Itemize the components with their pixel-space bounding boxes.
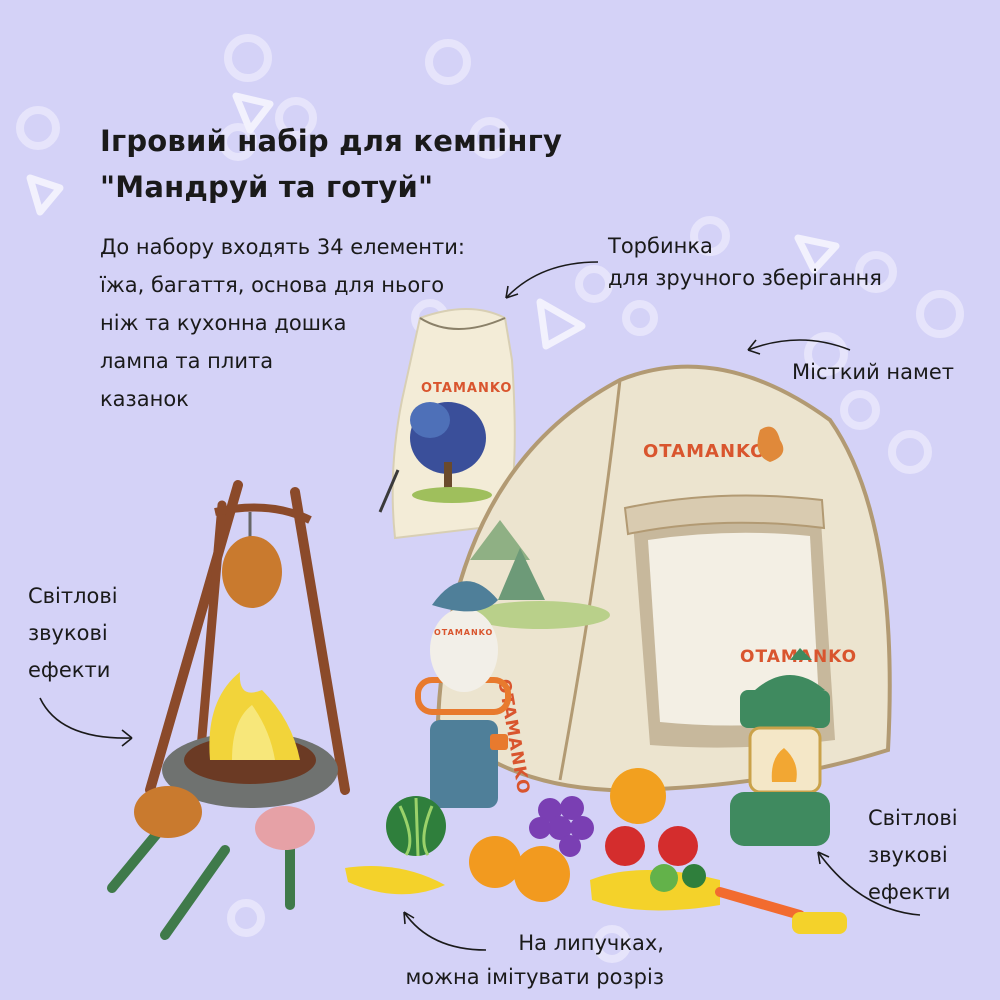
tent-label-text: Місткий намет [792,360,954,384]
food-label-line: можна імітувати розріз [405,965,664,989]
contents-line: їжа, багаття, основа для нього [100,273,445,297]
tent-brand-text: OTAMANKO [643,441,766,462]
lantern-label-line: Світлові [868,806,958,830]
bag-label-line: Торбинка [608,234,713,258]
campfire [145,480,350,808]
campfire-label-line: Світлові [28,584,118,608]
campfire-label-line: ефекти [28,658,111,682]
tent-label: Місткий намет [792,356,954,388]
food-items [345,768,847,934]
title-line-1: Ігровий набір для кемпінгу [100,124,563,158]
campfire-effects-label: Світлові звукові ефекти [28,578,118,689]
campfire-label-line: звукові [28,621,108,645]
contents-line: казанок [100,387,189,411]
contents-line: лампа та плита [100,349,274,373]
lantern-effects-label: Світлові звукові ефекти [868,800,958,911]
title-line-2: "Мандруй та готуй" [100,170,434,204]
skewers [107,786,315,940]
bag-label-line: для зручного зберігання [608,266,882,290]
lantern [730,648,830,846]
contents-line: ніж та кухонна дошка [100,311,347,335]
lantern-label-line: звукові [868,843,948,867]
contents-line: До набору входять 34 елементи: [100,235,465,259]
decor-circles [16,34,964,963]
page-title: Ігровий набір для кемпінгу "Мандруй та г… [100,118,562,210]
food-label: На липучках, можна імітувати розріз [372,926,664,994]
storage-bag: OTAMANKO [378,308,516,540]
bag-brand-text: OTAMANKO [421,381,512,396]
callout-arrows [39,261,921,951]
lantern-label-line: ефекти [868,880,951,904]
bag-label: Торбинка для зручного зберігання [608,230,882,294]
contents-list: До набору входять 34 елементи: їжа, бага… [100,228,465,418]
stove: OTAMANKO [415,581,511,808]
food-label-line: На липучках, [518,931,664,955]
stove-brand-text: OTAMANKO [434,628,493,637]
